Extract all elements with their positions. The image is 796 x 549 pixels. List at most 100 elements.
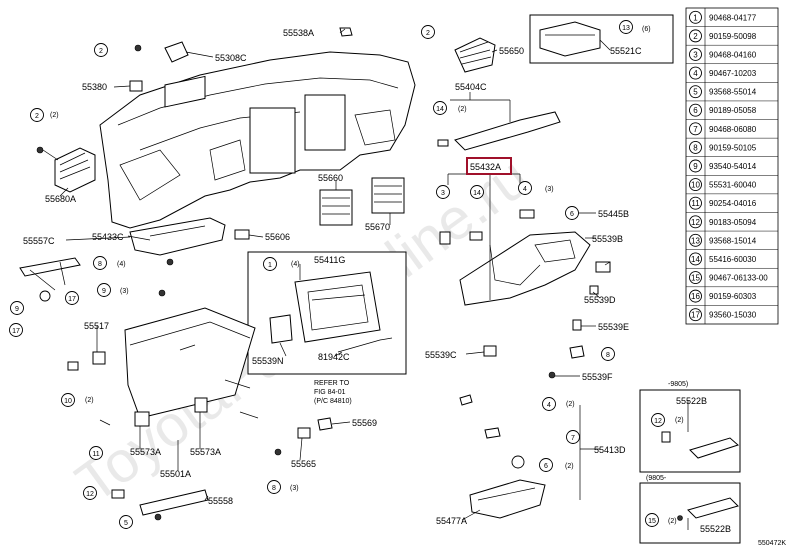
parts-table-row[interactable]: 6 90189-05058 <box>686 100 778 117</box>
number-callout-icon: 2 <box>30 108 44 122</box>
parts-table-partno: 90159-60303 <box>709 292 757 301</box>
number-callout-icon: 3 <box>436 185 450 199</box>
number-callout-icon: 6 <box>565 206 579 220</box>
callout-label[interactable]: 55573A <box>190 447 221 457</box>
parts-table-number: 1 <box>693 13 698 22</box>
callout-label[interactable]: 55539N <box>252 356 284 366</box>
callout-label[interactable]: 55569 <box>352 418 377 428</box>
part-55569 <box>317 417 333 431</box>
number-callout-icon: 11 <box>89 446 103 460</box>
refer-note-line: REFER TO <box>314 380 350 387</box>
callout-label[interactable]: 55521C <box>610 46 642 56</box>
parts-table-partno: 90254-04016 <box>709 199 757 208</box>
callout-label[interactable]: 55565 <box>291 459 316 469</box>
callout-label[interactable]: 55522B <box>700 524 731 534</box>
parts-table-partno: 93540-54014 <box>709 162 757 171</box>
callout-label[interactable]: 55680A <box>45 194 76 204</box>
clip-55538A <box>339 27 353 37</box>
callout-label[interactable]: 55558 <box>208 496 233 506</box>
bracket-55557C <box>19 257 81 277</box>
number-callout-icon: 17 <box>9 323 23 337</box>
parts-table-number: 11 <box>691 199 700 208</box>
part-55539C <box>483 345 497 357</box>
number-callout-icon: 7 <box>566 430 580 444</box>
callout-label[interactable]: 55522B <box>676 396 707 406</box>
qty-label: (4) <box>291 261 300 268</box>
number-callout-text: 17 <box>12 328 20 335</box>
number-callout-text: 14 <box>473 190 481 197</box>
callout-label[interactable]: 55380 <box>82 82 107 92</box>
callout-label[interactable]: 81942C <box>318 352 350 362</box>
parts-table-row[interactable]: 11 90254-04016 <box>686 193 778 210</box>
callout-label[interactable]: 55445B <box>598 209 629 219</box>
qty-label: (2) <box>50 112 59 119</box>
callout-label[interactable]: 55557C <box>23 236 55 246</box>
parts-table-number: 16 <box>691 292 700 301</box>
parts-table-partno: 90159-50098 <box>709 32 757 41</box>
callout-label[interactable]: 55404C <box>455 82 487 92</box>
qty-label: (2) <box>85 397 94 404</box>
parts-table-partno: 90189-05058 <box>709 106 757 115</box>
vent-55670 <box>371 177 405 214</box>
part-55565 <box>297 427 311 439</box>
number-callout-text: 12 <box>86 491 94 498</box>
callout-label[interactable]: 55517 <box>84 321 109 331</box>
callout-label[interactable]: 55411G <box>314 255 345 265</box>
callout-label[interactable]: 55539F <box>582 372 613 382</box>
number-callout-icon: 9 <box>97 283 111 297</box>
parts-table-number: 6 <box>693 106 698 115</box>
callout-label[interactable]: 55539E <box>598 322 629 332</box>
callout-label-highlighted[interactable]: 55432A <box>470 162 501 172</box>
callout-label[interactable]: 55308C <box>215 53 247 63</box>
callout-label[interactable]: 55660 <box>318 173 343 183</box>
number-callout-text: 3 <box>441 190 445 197</box>
number-callout-icon: 14 <box>470 185 484 199</box>
callout-label[interactable]: 55433C <box>92 232 124 242</box>
callout-label[interactable]: 55650 <box>499 46 524 56</box>
number-callout-text: 6 <box>570 211 574 218</box>
callout-label[interactable]: 55501A <box>160 469 191 479</box>
callout-label[interactable]: 55413D <box>594 445 626 455</box>
callout-label[interactable]: 55477A <box>436 516 467 526</box>
callout-label[interactable]: 55538A <box>283 28 314 38</box>
callout-label[interactable]: 55606 <box>265 232 290 242</box>
callout-label[interactable]: 55539B <box>592 234 623 244</box>
parts-table-row[interactable]: 9 93540-54014 <box>686 156 778 173</box>
parts-table-number: 9 <box>693 162 698 171</box>
parts-table-partno: 90468-04160 <box>709 50 757 59</box>
callout-label[interactable]: 55670 <box>365 222 390 232</box>
callout-label[interactable]: 55539C <box>425 350 457 360</box>
parts-table-number: 4 <box>693 69 698 78</box>
number-callout-icon: 17 <box>65 291 79 305</box>
number-callout-icon: 2 <box>94 43 108 57</box>
callout-label[interactable]: 55539D <box>584 295 616 305</box>
number-callout-icon: 9 <box>10 301 24 315</box>
number-callout-text: 9 <box>15 306 19 313</box>
number-callout-icon: 15 <box>645 513 659 527</box>
instrument-panel <box>99 49 416 229</box>
number-callout-icon: 12 <box>651 413 665 427</box>
parts-table-row[interactable]: 16 90159-60303 <box>686 286 778 303</box>
parts-table-number: 10 <box>691 181 700 190</box>
number-callout-icon: 4 <box>542 397 556 411</box>
qty-label: (2) <box>566 401 575 408</box>
part-55539B <box>595 261 611 273</box>
callout-label[interactable]: 55573A <box>130 447 161 457</box>
bezel-55411G <box>294 271 381 343</box>
